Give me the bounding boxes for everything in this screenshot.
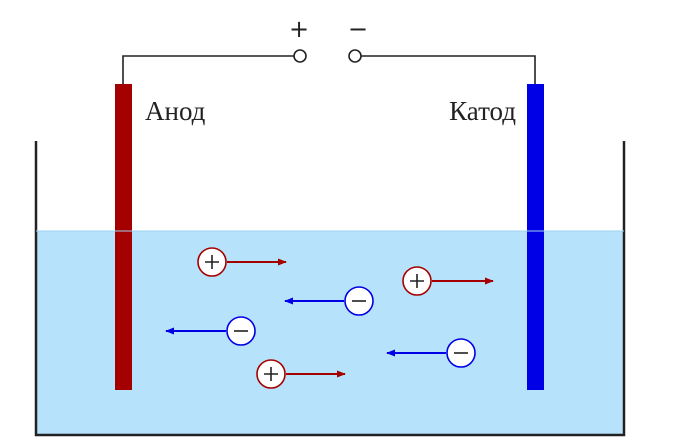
anion xyxy=(165,316,256,346)
vessel xyxy=(34,141,626,437)
positive-terminal xyxy=(293,49,307,63)
plus-icon xyxy=(410,274,424,288)
negative-terminal xyxy=(348,49,362,63)
anode-wire xyxy=(122,55,294,84)
cathode-electrode xyxy=(527,84,544,390)
anion xyxy=(284,286,374,316)
ions xyxy=(165,247,494,389)
positive-terminal-sign: + xyxy=(289,15,309,43)
cathode-label: Катод xyxy=(449,96,516,126)
anode-label: Анод xyxy=(145,96,206,126)
cation xyxy=(256,359,346,389)
anode-electrode xyxy=(115,84,132,390)
plus-icon xyxy=(264,367,278,381)
anion xyxy=(386,338,476,368)
negative-terminal-sign: − xyxy=(348,15,368,43)
cation xyxy=(197,247,287,277)
electrolyte xyxy=(36,231,624,435)
plus-icon xyxy=(205,255,219,269)
cathode-wire xyxy=(361,55,536,84)
cation xyxy=(402,266,494,296)
